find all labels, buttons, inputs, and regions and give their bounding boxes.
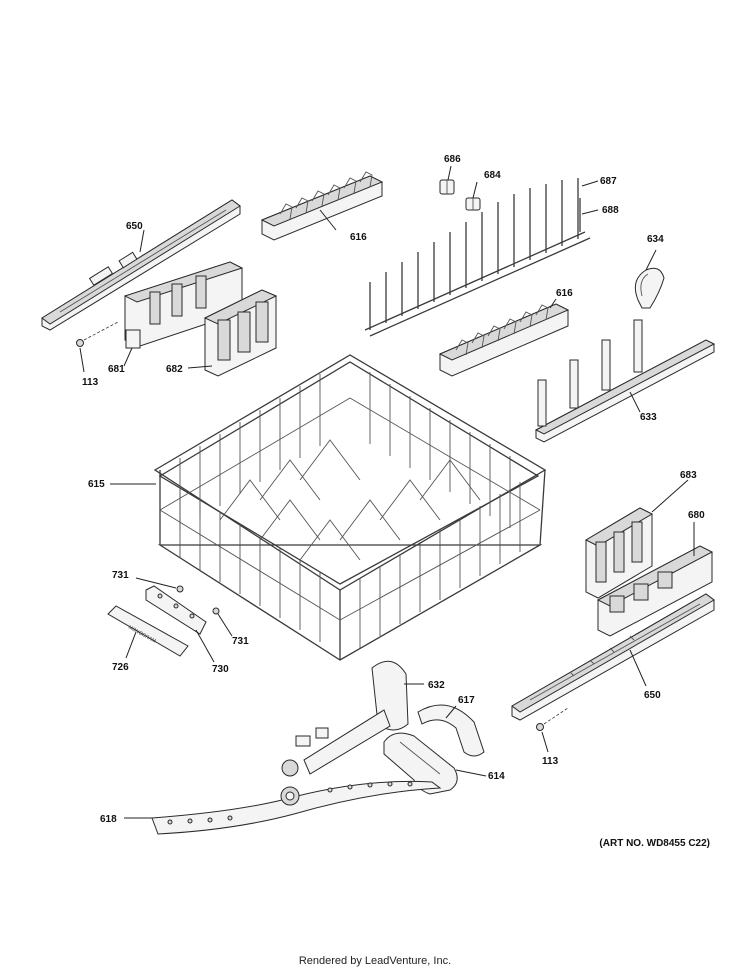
part-handle-730[interactable] [145,585,207,635]
callout-633[interactable]: 633 [640,412,657,423]
callout-681[interactable]: 681 [108,364,125,375]
part-bracket-680[interactable] [596,545,714,637]
footer-credit: Rendered by LeadVenture, Inc. [298,955,452,967]
callout-650-upper[interactable]: 650 [126,221,143,232]
part-clip-686[interactable] [439,179,455,195]
callout-labels: 650 616 686 684 687 688 634 113 681 682 … [82,154,705,825]
part-adjuster-683[interactable] [584,507,654,599]
callout-615[interactable]: 615 [88,479,105,490]
part-upper-rack-615[interactable] [153,354,547,661]
callout-650-lower[interactable]: 650 [644,690,661,701]
part-pin-731-left[interactable] [176,585,184,593]
callout-687[interactable]: 687 [600,176,617,187]
callout-632[interactable]: 632 [428,680,445,691]
callout-616-upper[interactable]: 616 [350,232,367,243]
callout-614[interactable]: 614 [488,771,505,782]
callout-683[interactable]: 683 [680,470,697,481]
part-rail-lower-right[interactable] [511,593,715,721]
callout-730[interactable]: 730 [212,664,229,675]
callout-680[interactable]: 680 [688,510,705,521]
callout-688[interactable]: 688 [602,205,619,216]
callout-684[interactable]: 684 [484,170,501,181]
callout-682[interactable]: 682 [166,364,183,375]
callout-617[interactable]: 617 [458,695,475,706]
part-clip-634[interactable] [634,267,665,309]
leader-lines [79,165,695,819]
callout-731-left[interactable]: 731 [112,570,129,581]
part-rail-upper-left[interactable] [41,199,241,331]
art-number: (ART NO. WD8455 C22) [599,838,710,849]
callout-616-middle[interactable]: 616 [556,288,573,299]
callout-731-right[interactable]: 731 [232,636,249,647]
part-stem-bar-633[interactable] [534,319,716,443]
callout-726[interactable]: 726 [112,662,129,673]
callout-634[interactable]: 634 [647,234,664,245]
callout-113-left[interactable]: 113 [82,377,99,388]
part-hose-617[interactable] [417,704,485,757]
part-water-feed-632[interactable] [281,660,409,777]
part-screw-113-left[interactable] [76,321,119,347]
part-pin-731-right[interactable] [212,607,220,615]
part-adjuster-682[interactable] [203,289,278,377]
part-screw-113-right[interactable] [536,707,569,731]
part-spray-arm-618[interactable] [151,780,442,835]
callout-618[interactable]: 618 [100,814,117,825]
callout-113-right[interactable]: 113 [542,756,559,767]
part-tine-clips-616-middle[interactable] [438,303,570,377]
part-tine-clips-616-top[interactable] [260,171,384,241]
part-tine-rack-687[interactable] [364,178,591,337]
part-clip-684[interactable] [465,197,481,211]
callout-686[interactable]: 686 [444,154,461,165]
